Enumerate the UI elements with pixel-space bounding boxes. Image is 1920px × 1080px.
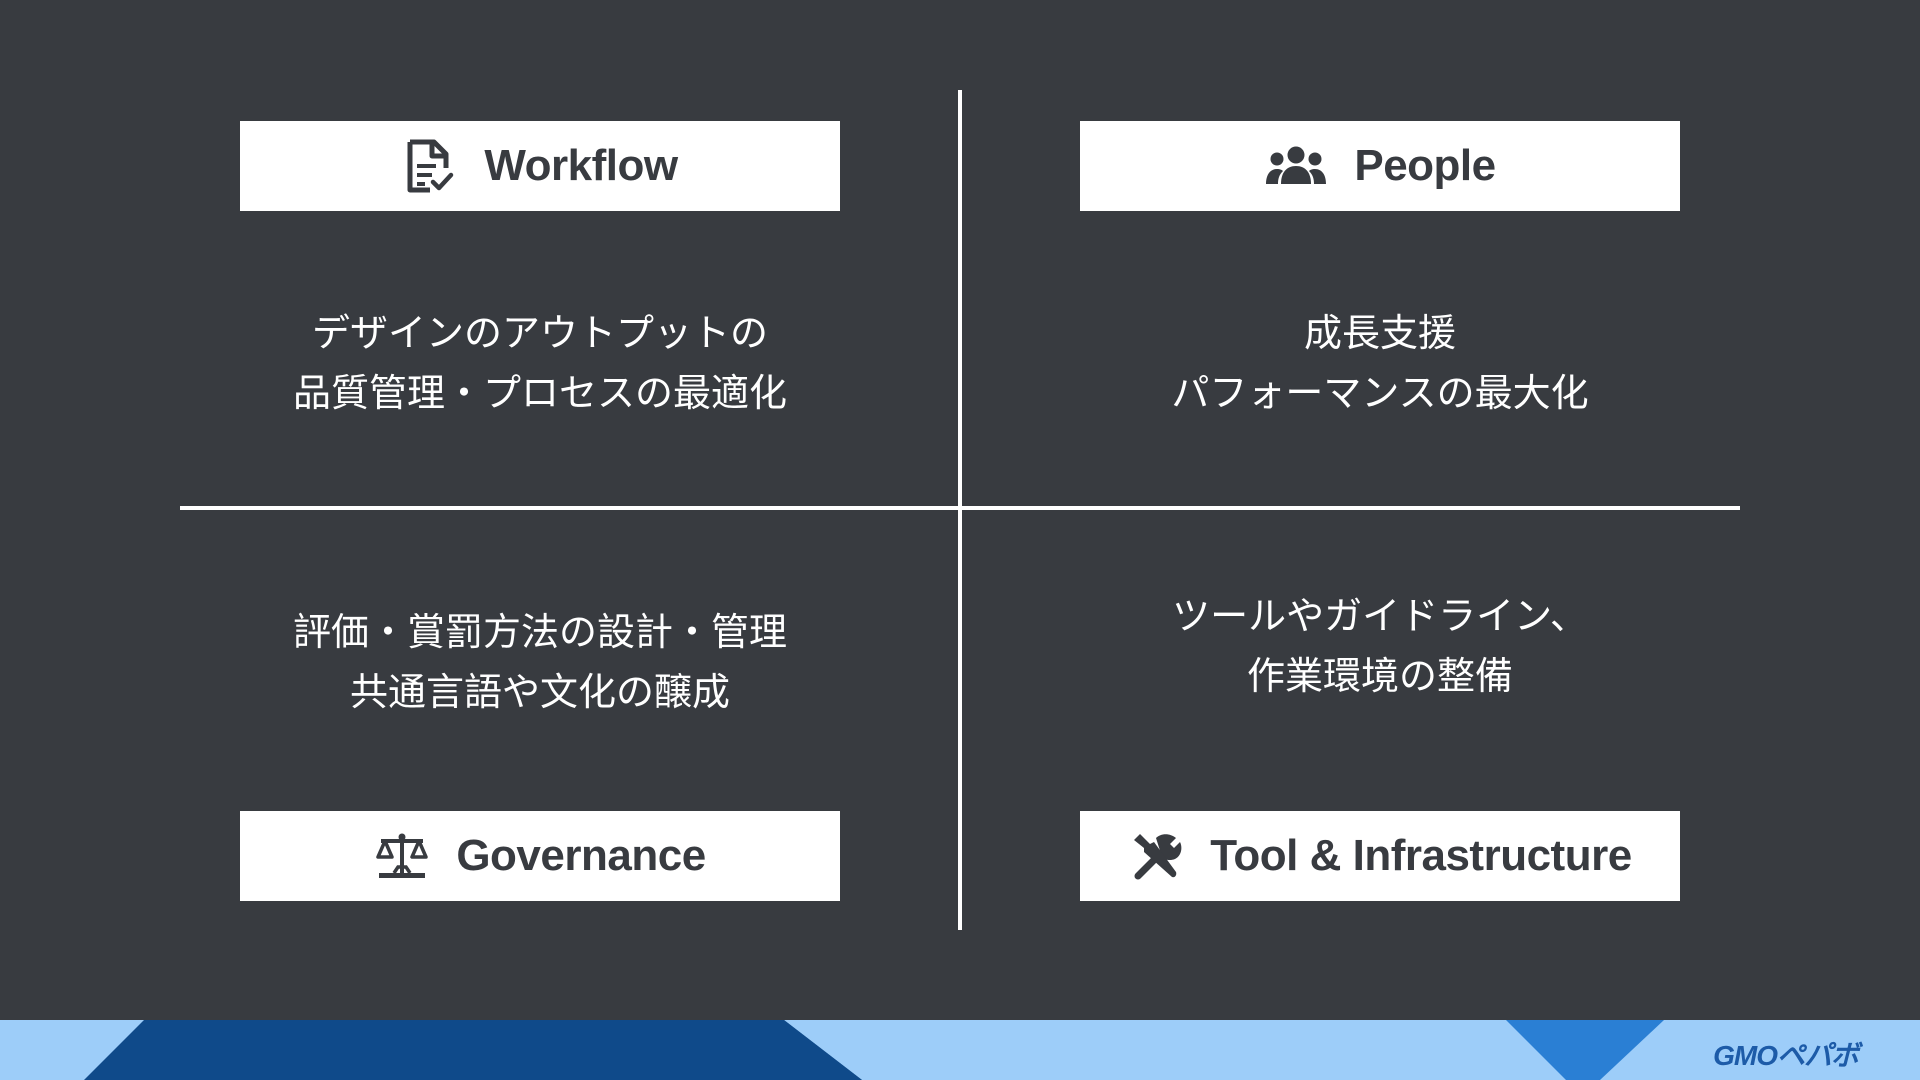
people-description-line: 成長支援 <box>1303 311 1456 355</box>
workflow-description: デザインのアウトプットの 品質管理・プロセスの最適化 <box>180 303 900 423</box>
governance-title: Governance <box>456 831 706 880</box>
workflow-description-line: デザインのアウトプットの <box>311 311 768 355</box>
workflow-title: Workflow <box>484 141 678 190</box>
people-group-icon <box>1264 138 1328 194</box>
tools-description-line: ツールやガイドライン、 <box>1172 594 1588 638</box>
governance-label-box: Governance <box>240 811 840 901</box>
governance-description: 評価・賞罰方法の設計・管理 共通言語や文化の醸成 <box>180 602 900 722</box>
vertical-divider <box>958 90 962 930</box>
document-check-icon <box>402 138 458 194</box>
governance-description-line: 評価・賞罰方法の設計・管理 <box>292 610 787 654</box>
governance-description-line: 共通言語や文化の醸成 <box>349 670 730 714</box>
tools-title: Tool & Infrastructure <box>1210 831 1632 880</box>
people-description: 成長支援 パフォーマンスの最大化 <box>1020 303 1740 423</box>
people-label-box: People <box>1080 121 1680 211</box>
tools-description: ツールやガイドライン、 作業環境の整備 <box>1020 586 1740 706</box>
balance-scale-icon <box>374 828 430 884</box>
horizontal-divider <box>180 506 1740 510</box>
tools-label-box: Tool & Infrastructure <box>1080 811 1680 901</box>
tools-icon <box>1128 828 1184 884</box>
workflow-label-box: Workflow <box>240 121 840 211</box>
gmo-pepabo-logo: GMOペパボ <box>1713 1040 1859 1071</box>
people-title: People <box>1354 141 1496 190</box>
footer-decoration <box>84 1020 1664 1080</box>
workflow-description-line: 品質管理・プロセスの最適化 <box>292 371 787 415</box>
tools-description-line: 作業環境の整備 <box>1246 654 1513 698</box>
footer-band: GMOペパボ <box>0 1020 1920 1080</box>
people-description-line: パフォーマンスの最大化 <box>1171 371 1589 415</box>
